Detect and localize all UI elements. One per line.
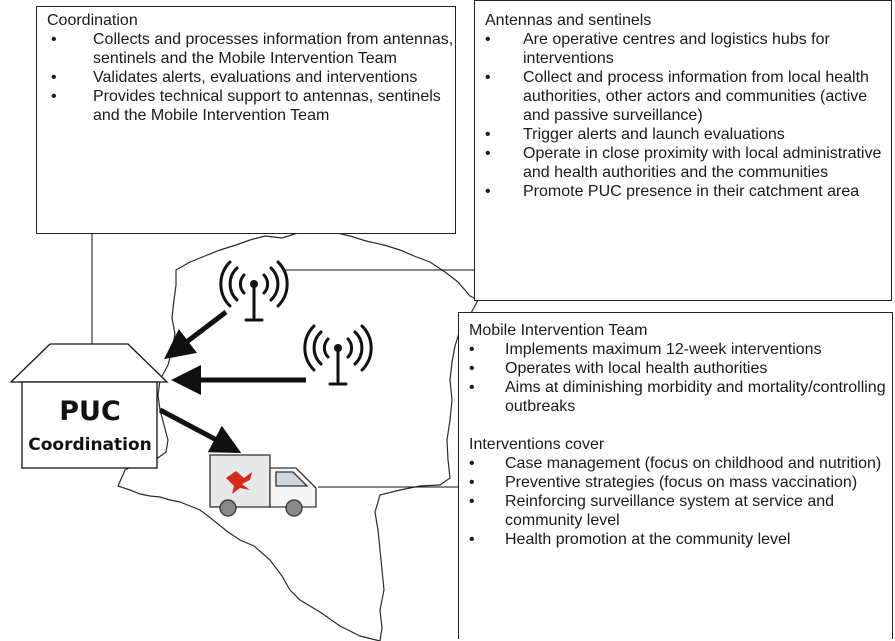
mobile-team-list: Implements maximum 12-week interventions… <box>469 340 892 416</box>
interventions-item: Case management (focus on childhood and … <box>469 454 892 473</box>
interventions-item: Reinforcing surveillance system at servi… <box>469 492 892 530</box>
puc-label: PUC <box>59 396 121 427</box>
truck-icon <box>209 454 317 517</box>
mobile-team-title: Mobile Intervention Team <box>469 322 648 339</box>
coordination-list: Collects and processes information from … <box>47 30 455 125</box>
interventions-item: Health promotion at the community level <box>469 530 892 549</box>
antennas-item: Operate in close proximity with local ad… <box>485 144 891 182</box>
map-outline <box>117 229 479 641</box>
interventions-title: Interventions cover <box>469 436 605 453</box>
coordination-item: Validates alerts, evaluations and interv… <box>47 68 455 87</box>
coordination-box: Coordination Collects and processes info… <box>36 6 456 234</box>
coordination-title: Coordination <box>47 12 138 29</box>
house-icon <box>9 343 169 469</box>
interventions-list: Case management (focus on childhood and … <box>469 454 892 549</box>
antennas-item: Trigger alerts and launch evaluations <box>485 125 891 144</box>
antennas-box: Antennas and sentinels Are operative cen… <box>474 0 892 301</box>
antennas-item: Are operative centres and logistics hubs… <box>485 30 891 68</box>
puc-sublabel: Coordination <box>28 435 152 455</box>
antennas-title: Antennas and sentinels <box>485 12 652 29</box>
arrow-antenna-to-puc <box>164 310 228 360</box>
antennas-item: Promote PUC presence in their catchment … <box>485 182 891 201</box>
mobile-team-box: Mobile Intervention Team Implements maxi… <box>458 312 893 639</box>
coordination-item: Collects and processes information from … <box>47 30 455 68</box>
mobile-team-item: Implements maximum 12-week interventions <box>469 340 892 359</box>
arrow-puc-to-truck <box>158 407 242 454</box>
mobile-team-item: Aims at diminishing morbidity and mortal… <box>469 378 892 416</box>
coordination-item: Provides technical support to antennas, … <box>47 87 455 125</box>
antennas-list: Are operative centres and logistics hubs… <box>485 30 891 201</box>
antenna-icon <box>303 324 373 386</box>
antennas-item: Collect and process information from loc… <box>485 68 891 125</box>
mobile-team-item: Operates with local health authorities <box>469 359 892 378</box>
antenna-icon <box>219 260 289 322</box>
msf-logo-icon <box>226 471 252 494</box>
interventions-item: Preventive strategies (focus on mass vac… <box>469 473 892 492</box>
